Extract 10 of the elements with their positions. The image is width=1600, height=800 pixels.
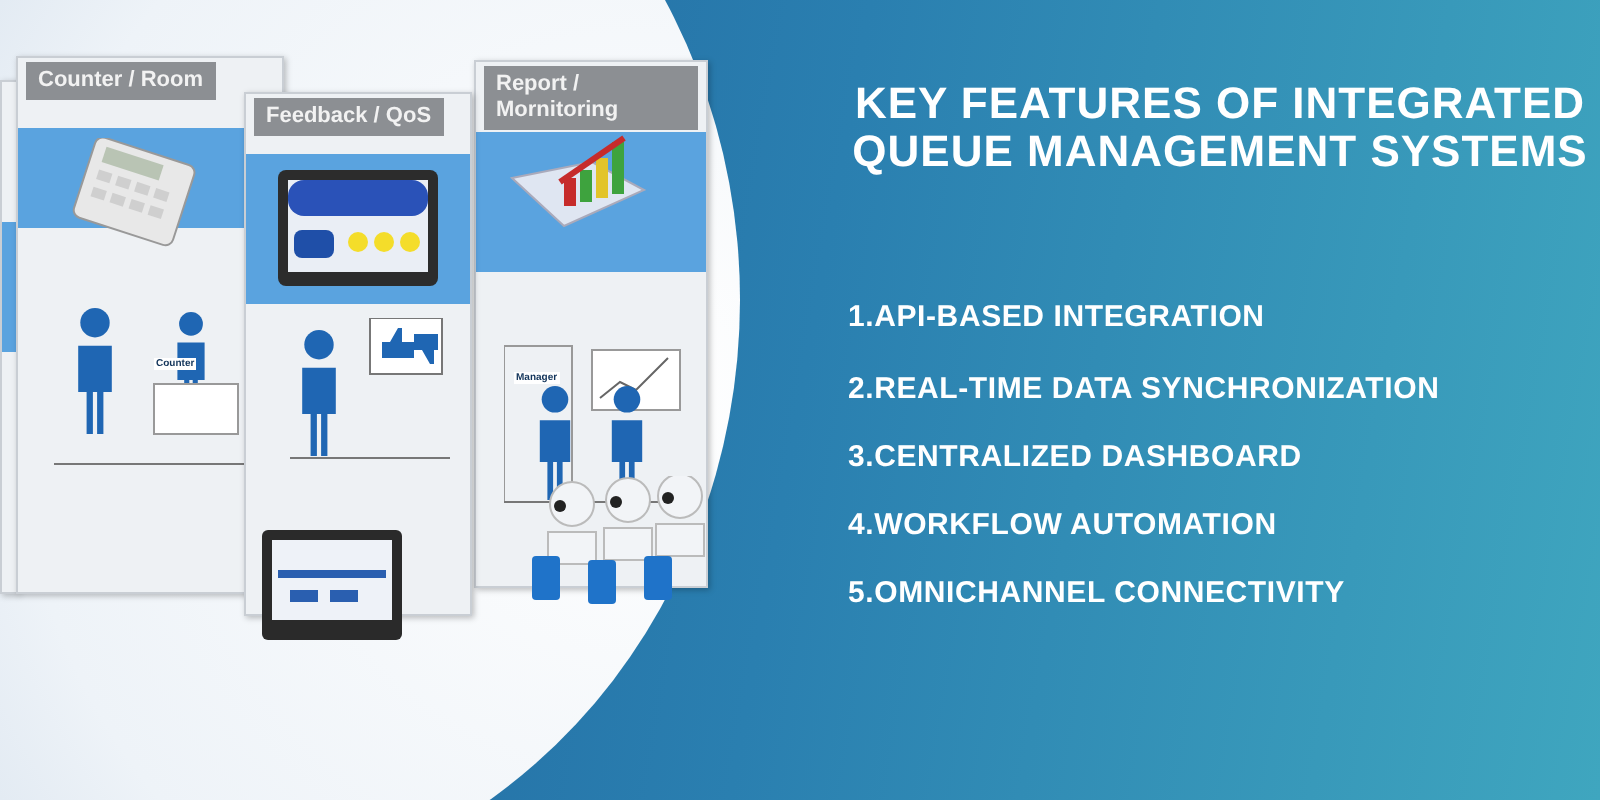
display-panel	[474, 60, 708, 588]
panel-heading: Feedback / QoS	[254, 98, 444, 136]
feature-list-item: 2.REAL-TIME DATA SYNCHRONIZATION	[848, 372, 1440, 406]
feature-list-item: 5.OMNICHANNEL CONNECTIVITY	[848, 576, 1345, 610]
feature-list-item: 4.WORKFLOW AUTOMATION	[848, 508, 1277, 542]
title-heading: KEY FEATURES OF INTEGRATED QUEUE MANAGEMENT SYSTEMS	[850, 80, 1590, 176]
feature-list-item: 3.CENTRALIZED DASHBOARD	[848, 440, 1302, 474]
feature-list-item: 1.API-BASED INTEGRATION	[848, 300, 1265, 334]
panel-heading: Counter / Room	[26, 62, 215, 100]
panel-heading: Report / Mornitoring	[484, 66, 698, 130]
